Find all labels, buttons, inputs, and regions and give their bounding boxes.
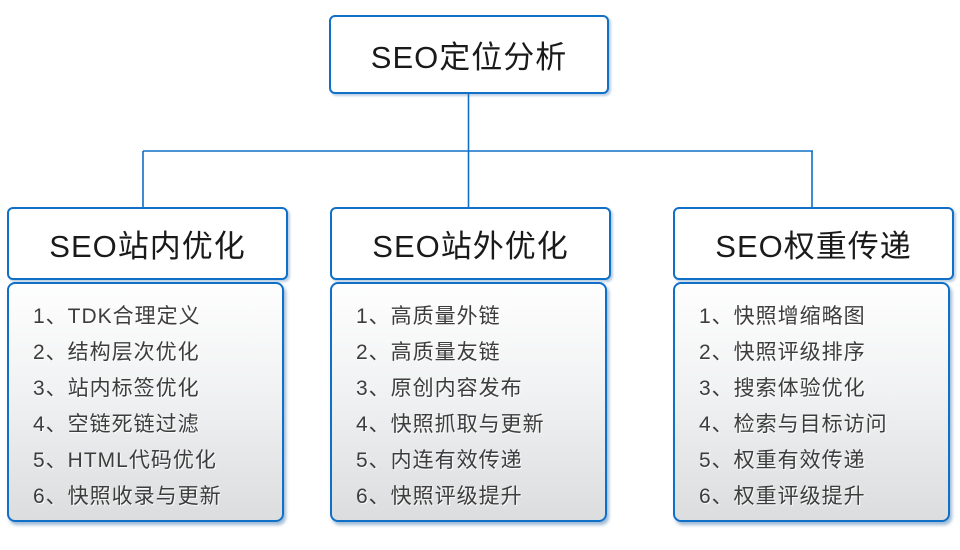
list-item: 3、搜索体验优化 [699, 377, 866, 400]
list-item: 2、高质量友链 [356, 341, 501, 364]
branch-weight: SEO权重传递 1、快照增缩略图 2、快照评级排序 3、搜索体验优化 4、检索与… [673, 207, 954, 522]
branch-onsite-list: 1、TDK合理定义 2、结构层次优化 3、站内标签优化 4、空链死链过滤 5、H… [7, 282, 284, 522]
root-node: SEO定位分析 [329, 15, 609, 94]
list-item: 6、快照收录与更新 [33, 485, 222, 508]
list-item: 1、高质量外链 [356, 305, 501, 328]
list-item: 4、空链死链过滤 [33, 413, 200, 436]
branch-onsite-title: SEO站内优化 [7, 207, 288, 280]
list-item: 3、原创内容发布 [356, 377, 523, 400]
list-item: 1、快照增缩略图 [699, 305, 866, 328]
branch-weight-title: SEO权重传递 [673, 207, 954, 280]
list-item: 2、结构层次优化 [33, 341, 200, 364]
list-item: 6、快照评级提升 [356, 485, 523, 508]
list-item: 4、快照抓取与更新 [356, 413, 545, 436]
list-item: 3、站内标签优化 [33, 377, 200, 400]
list-item: 4、检索与目标访问 [699, 413, 888, 436]
list-item: 5、权重有效传递 [699, 449, 866, 472]
list-item: 5、内连有效传递 [356, 449, 523, 472]
branch-onsite: SEO站内优化 1、TDK合理定义 2、结构层次优化 3、站内标签优化 4、空链… [7, 207, 288, 522]
branch-offsite-title: SEO站外优化 [330, 207, 611, 280]
branch-offsite: SEO站外优化 1、高质量外链 2、高质量友链 3、原创内容发布 4、快照抓取与… [330, 207, 611, 522]
branch-weight-list: 1、快照增缩略图 2、快照评级排序 3、搜索体验优化 4、检索与目标访问 5、权… [673, 282, 950, 522]
list-item: 1、TDK合理定义 [33, 305, 201, 328]
list-item: 6、权重评级提升 [699, 485, 866, 508]
branch-offsite-list: 1、高质量外链 2、高质量友链 3、原创内容发布 4、快照抓取与更新 5、内连有… [330, 282, 607, 522]
list-item: 2、快照评级排序 [699, 341, 866, 364]
list-item: 5、HTML代码优化 [33, 449, 217, 472]
